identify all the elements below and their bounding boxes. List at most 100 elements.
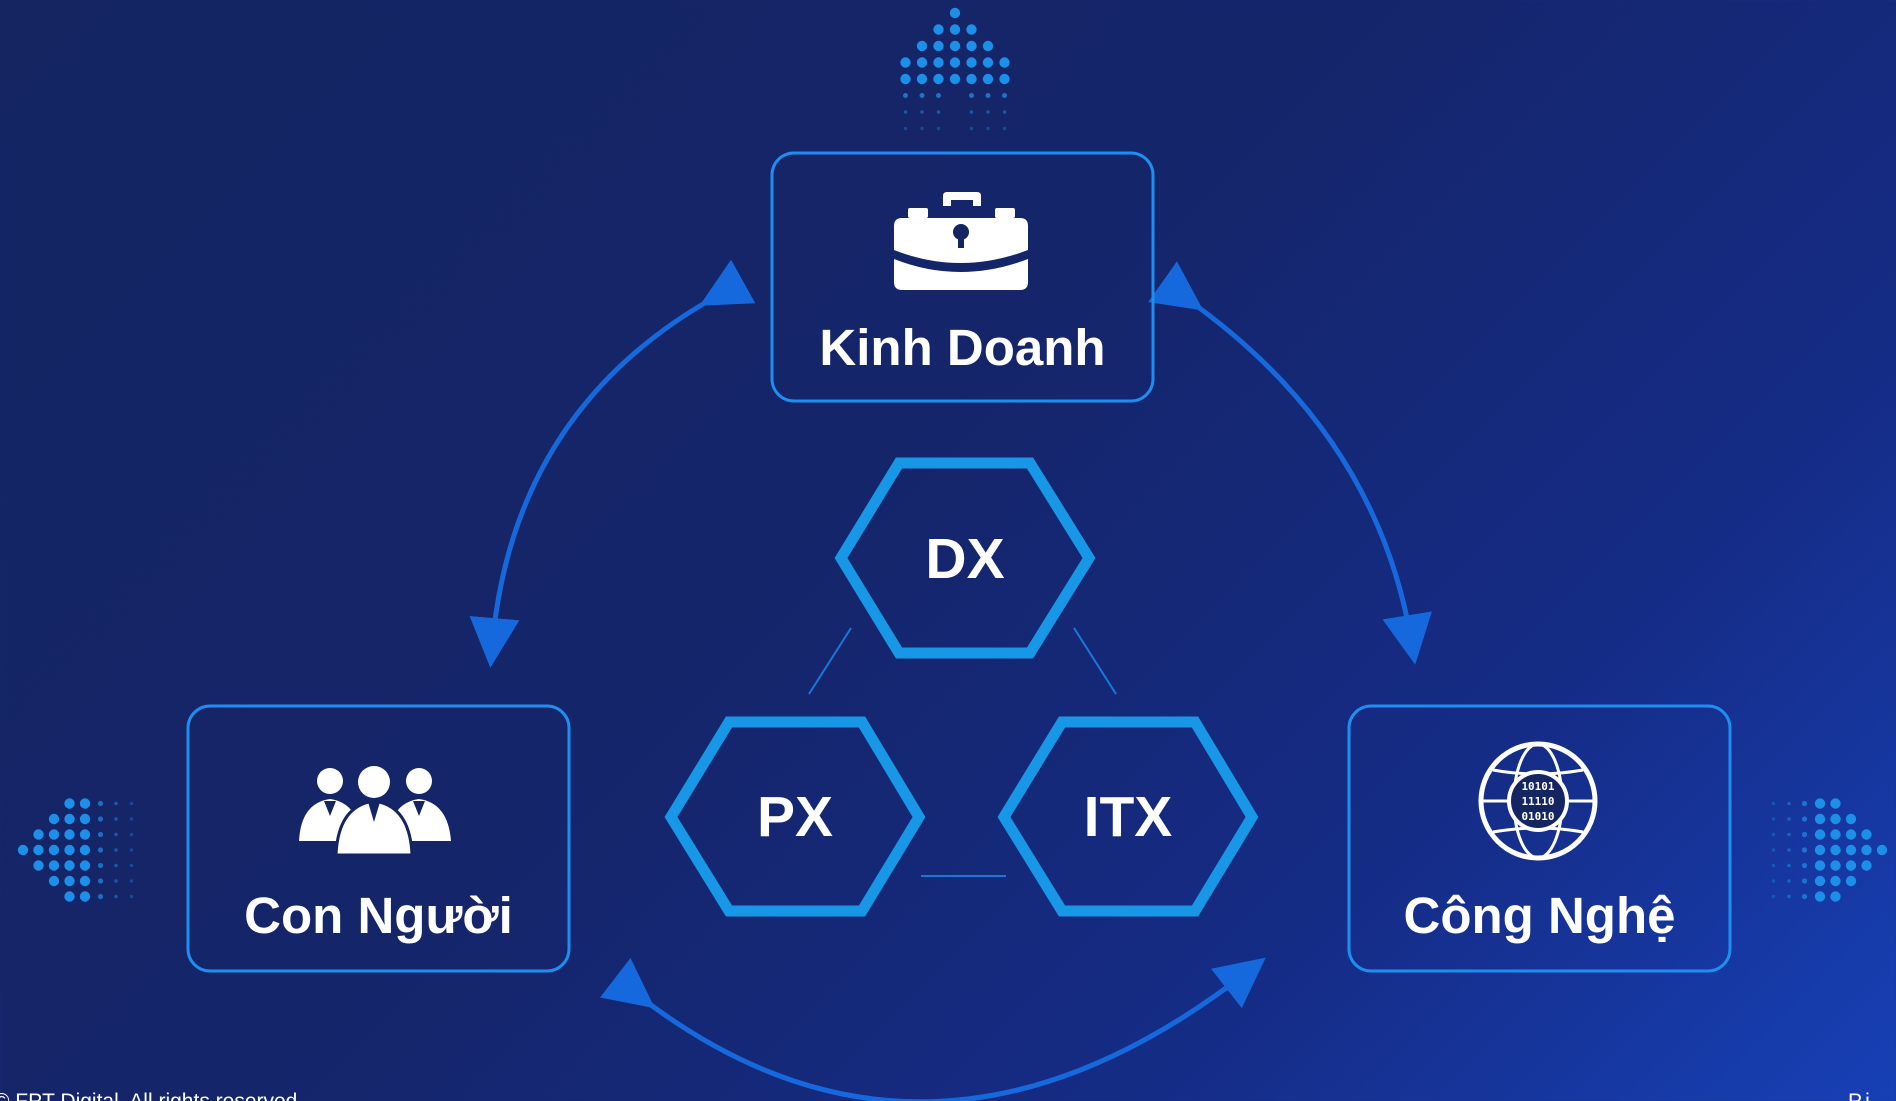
decorative-dot: [97, 847, 104, 853]
node-box-business: [770, 151, 1155, 403]
decorative-dot: [933, 40, 944, 52]
decorative-dot: [982, 57, 994, 68]
decorative-dot: [114, 801, 118, 806]
connector-dx-px: [808, 627, 852, 695]
svg-text:10101: 10101: [1521, 780, 1554, 793]
decorative-dot: [916, 57, 928, 68]
decorative-dot: [33, 844, 44, 856]
decorative-dot: [129, 801, 134, 806]
footer-right-text: P.i: [1848, 1090, 1870, 1101]
node-box-technology: [1347, 704, 1732, 973]
decorative-dot: [1801, 893, 1808, 900]
decorative-dot: [1801, 831, 1808, 838]
decorative-dot: [1830, 829, 1841, 840]
decorative-dot: [982, 73, 994, 85]
decorative-dot: [1845, 844, 1857, 856]
hexagon-itx: [997, 716, 1259, 917]
arrow-business-technology: [1148, 261, 1432, 665]
decorative-dot: [1002, 126, 1007, 131]
decorative-dot: [1787, 848, 1791, 852]
decorative-dot: [114, 848, 118, 852]
decorative-dot: [64, 829, 75, 840]
briefcase-icon: [894, 192, 1028, 290]
decorative-dot: [17, 844, 29, 856]
decorative-dot: [48, 875, 60, 887]
decorative-dot: [1830, 875, 1841, 887]
decorative-dot: [79, 891, 91, 902]
decorative-dot: [900, 73, 911, 85]
decorative-dot: [1814, 844, 1826, 856]
decorative-dot: [1861, 829, 1872, 840]
decorative-dot: [966, 40, 977, 52]
decorative-dot: [79, 844, 91, 856]
decorative-dot: [919, 93, 925, 98]
decorative-dot: [1787, 894, 1791, 899]
decorative-dot: [949, 73, 961, 85]
decorative-dot: [129, 848, 134, 852]
decorative-dot: [114, 863, 118, 868]
decorative-dot: [966, 57, 977, 68]
decorative-dots-top: [900, 7, 1010, 131]
decorative-dot: [1845, 875, 1857, 887]
decorative-dot: [1771, 879, 1776, 883]
decorative-dot: [79, 860, 91, 871]
decorative-dot: [920, 110, 924, 114]
decorative-dot: [933, 73, 944, 85]
decorative-dots-right: [1771, 798, 1888, 902]
decorative-dot: [949, 24, 961, 35]
decorative-dot: [1002, 93, 1007, 98]
decorative-dot: [79, 813, 91, 825]
decorative-dot: [114, 832, 118, 837]
decorative-dot: [916, 73, 928, 85]
decorative-dot: [933, 24, 944, 35]
decorative-dot: [1787, 832, 1791, 837]
decorative-dot: [916, 40, 928, 52]
node-box-people: [186, 704, 571, 973]
decorative-dot: [1801, 800, 1808, 807]
svg-text:01010: 01010: [1521, 810, 1554, 823]
decorative-dot: [966, 73, 977, 85]
decorative-dot: [1787, 879, 1791, 883]
connector-dx-itx: [1073, 627, 1117, 695]
decorative-dot: [1814, 860, 1826, 871]
decorative-dot: [79, 829, 91, 840]
decorative-dot: [64, 813, 75, 825]
decorative-dot: [129, 817, 134, 821]
decorative-dot: [982, 40, 994, 52]
decorative-dot: [1814, 875, 1826, 887]
decorative-dot: [48, 829, 60, 840]
decorative-dot: [1845, 829, 1857, 840]
decorative-dot: [97, 800, 104, 807]
decorative-dot: [949, 7, 961, 19]
decorative-dot: [114, 894, 118, 899]
node-label-technology: Công Nghệ: [1403, 887, 1676, 944]
decorative-dot: [48, 844, 60, 856]
decorative-dot: [1814, 798, 1826, 809]
decorative-dot: [933, 57, 944, 68]
node-label-people: Con Người: [244, 887, 513, 944]
decorative-dot: [1814, 829, 1826, 840]
decorative-dot: [33, 829, 44, 840]
decorative-dot: [64, 860, 75, 871]
decorative-dot: [1771, 832, 1776, 837]
decorative-dot: [129, 894, 134, 899]
decorative-dot: [903, 110, 908, 114]
decorative-dot: [920, 126, 924, 131]
svg-text:11110: 11110: [1521, 795, 1554, 808]
hexagon-px: [664, 716, 926, 917]
decorative-dot: [129, 863, 134, 868]
decorative-dot: [1801, 847, 1808, 853]
decorative-dot: [64, 798, 75, 809]
decorative-dot: [114, 879, 118, 883]
decorative-dot: [903, 93, 908, 98]
decorative-dot: [936, 110, 941, 114]
hexagon-label-px: PX: [756, 785, 834, 849]
decorative-dot: [1814, 891, 1826, 902]
decorative-dot: [97, 893, 104, 900]
decorative-dot: [97, 816, 104, 822]
decorative-dot: [64, 891, 75, 902]
decorative-dot: [79, 875, 91, 887]
decorative-dot: [48, 813, 60, 825]
decorative-dot: [1845, 813, 1857, 825]
